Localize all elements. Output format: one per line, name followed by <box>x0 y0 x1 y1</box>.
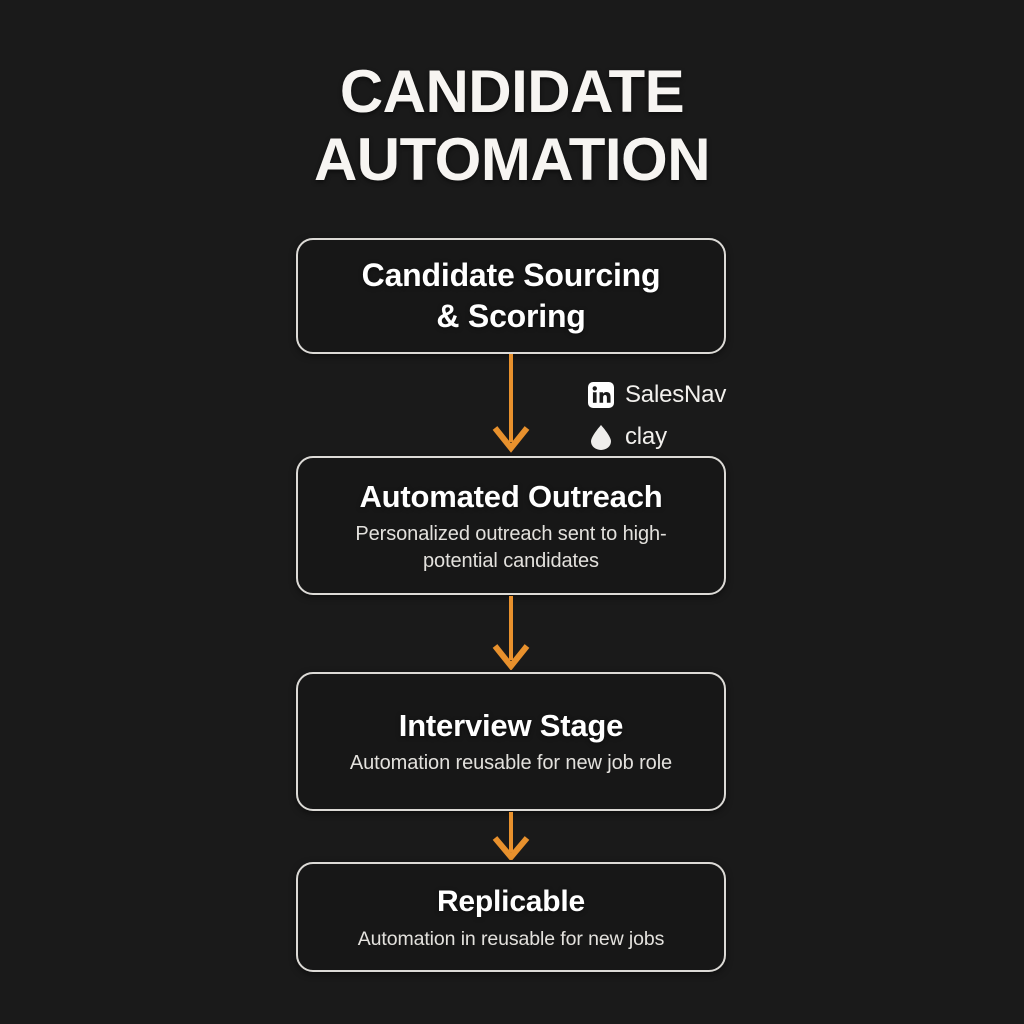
flow-node-title: Interview Stage <box>398 708 624 743</box>
arrow-sourcing-to-outreach <box>487 354 535 453</box>
badge-salesnav[interactable]: SalesNav <box>588 380 726 410</box>
arrow-interview-to-replicable <box>487 812 535 860</box>
page-title: CANDIDATE AUTOMATION <box>0 58 1024 194</box>
integration-badges: SalesNav clay <box>588 380 726 452</box>
flow-node-title: Candidate Sourcing & Scoring <box>348 255 675 337</box>
linkedin-icon <box>588 382 614 408</box>
flow-node-subtitle: Personalized outreach sent to high-poten… <box>355 522 667 572</box>
flow-node-title-line-2: & Scoring <box>436 298 586 334</box>
flow-node-candidate-sourcing-scoring[interactable]: Candidate Sourcing & Scoring <box>296 238 726 354</box>
badge-label: SalesNav <box>625 381 727 408</box>
arrow-outreach-to-interview <box>487 596 535 670</box>
clay-droplet-icon <box>588 423 614 451</box>
flow-node-subtitle: Automation reusable for new job role <box>349 752 673 774</box>
badge-clay[interactable]: clay <box>588 422 726 452</box>
flow-node-replicable[interactable]: Replicable Automation in reusable for ne… <box>296 862 726 972</box>
page-title-line-2: AUTOMATION <box>313 126 711 193</box>
flow-node-automated-outreach[interactable]: Automated Outreach Personalized outreach… <box>296 456 726 595</box>
flow-node-interview-stage[interactable]: Interview Stage Automation reusable for … <box>296 672 726 811</box>
page-title-line-1: CANDIDATE <box>339 58 685 125</box>
flow-node-title: Replicable <box>436 884 586 918</box>
flow-node-title: Automated Outreach <box>359 478 663 514</box>
flow-node-subtitle: Automation in reusable for new jobs <box>357 927 665 950</box>
badge-label: clay <box>625 423 667 450</box>
flow-node-title-line-1: Candidate Sourcing <box>361 257 661 293</box>
